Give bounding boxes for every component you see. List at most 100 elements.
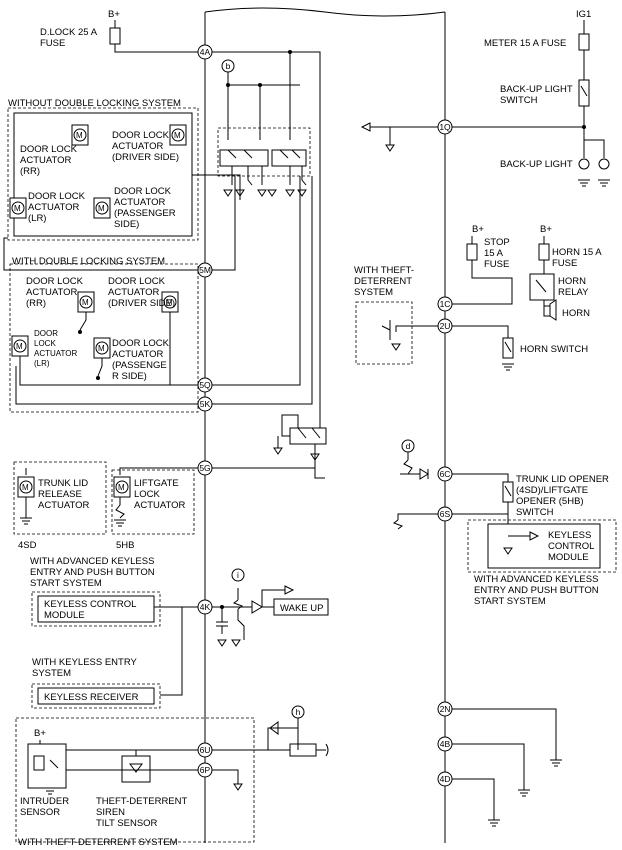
svg-text:SYSTEM: SYSTEM [32,668,71,679]
svg-text:WITH ADVANCED KEYLESS: WITH ADVANCED KEYLESS [30,556,154,567]
svg-text:SWITCH: SWITCH [516,507,554,518]
svg-text:2U: 2U [440,321,451,331]
svg-text:FUSE: FUSE [484,259,509,270]
svg-text:WITH ADVANCED KEYLESS: WITH ADVANCED KEYLESS [474,574,598,585]
svg-text:5Q: 5Q [199,380,211,390]
svg-text:WITH THEFT-DETERRENT SYSTEM: WITH THEFT-DETERRENT SYSTEM [18,837,178,848]
terminal-5m: 5M [197,262,213,278]
svg-text:M: M [166,298,173,307]
fuse-symbol [109,27,121,45]
motor-driver: M [169,124,187,146]
svg-text:KEYLESS CONTROL: KEYLESS CONTROL [44,599,136,610]
svg-text:LIFTGATE: LIFTGATE [134,478,179,489]
motor-liftgate: M [113,476,131,498]
svg-text:6U: 6U [200,745,211,755]
without-title: WITHOUT DOUBLE LOCKING SYSTEM [8,98,181,109]
svg-text:i: i [237,570,239,580]
svg-text:ACTUATOR: ACTUATOR [114,197,166,208]
svg-text:5G: 5G [199,463,210,473]
without-double-locking-group: WITHOUT DOUBLE LOCKING SYSTEM M DOOR LOC… [7,98,199,241]
svg-text:ENTRY AND PUSH BUTTON: ENTRY AND PUSH BUTTON [474,585,599,596]
motor-passenger: M [93,197,111,219]
svg-text:DETERRENT: DETERRENT [354,276,412,287]
svg-text:RELEASE: RELEASE [38,489,82,500]
terminal-5k: 5K [197,396,213,412]
motor-lr: M [9,197,27,219]
svg-text:DOOR LOCK: DOOR LOCK [112,338,170,349]
svg-text:THEFT-DETERRENT: THEFT-DETERRENT [96,796,188,807]
svg-text:ACTUATOR: ACTUATOR [28,202,80,213]
svg-text:M: M [14,204,21,213]
svg-text:5M: 5M [199,265,211,275]
fuse-label-1: D.LOCK 25 A [40,27,98,38]
svg-text:DOOR LOCK: DOOR LOCK [112,130,170,141]
svg-text:CONTROL: CONTROL [548,541,594,552]
svg-text:KEYLESS: KEYLESS [548,530,591,541]
keyless-receiver-box [37,687,155,705]
svg-text:1Q: 1Q [439,122,451,132]
svg-text:ACTUATOR: ACTUATOR [112,141,164,152]
svg-text:WAKE UP: WAKE UP [280,603,323,614]
svg-text:ACTUATOR: ACTUATOR [38,500,90,511]
svg-text:(DRIVER SIDE): (DRIVER SIDE) [112,152,179,163]
with-double-title: WITH DOUBLE LOCKING SYSTEM [12,256,165,267]
svg-text:LOCK: LOCK [134,489,161,500]
svg-text:(LR): (LR) [28,213,46,224]
trunk-relay [212,414,327,479]
svg-text:(PASSENGE: (PASSENGE [112,360,167,371]
svg-text:M: M [98,204,105,213]
svg-text:BACK-UP LIGHT: BACK-UP LIGHT [500,84,573,95]
svg-text:HORN 15 A: HORN 15 A [552,247,602,258]
terminal-5g: 5G [197,460,213,476]
svg-text:h: h [296,707,301,717]
svg-text:(PASSENGER: (PASSENGER [114,208,176,219]
motor-rr-dl: M [77,291,95,313]
horn-group: B+ STOP 15 A FUSE B+ HORN 15 A FUSE HORN… [452,224,602,371]
svg-text:d: d [406,441,411,451]
svg-text:DOOR LOCK: DOOR LOCK [108,276,166,287]
svg-text:TILT SENSOR: TILT SENSOR [96,818,158,829]
svg-text:ENTRY AND PUSH BUTTON: ENTRY AND PUSH BUTTON [30,567,155,578]
svg-text:1C: 1C [440,299,451,309]
theft-deterrent-right-group: WITH THEFT- DETERRENT SYSTEM [354,265,438,365]
svg-text:(DRIVER SIDE): (DRIVER SIDE) [108,298,175,309]
svg-text:4K: 4K [200,602,211,612]
motor-lr-dl: M [11,335,29,357]
motor-rr: M [71,124,89,146]
terminal-2u: 2U [437,318,453,334]
svg-text:b: b [226,61,231,71]
svg-text:M: M [76,131,83,140]
svg-text:WITH KEYLESS ENTRY: WITH KEYLESS ENTRY [32,657,138,668]
svg-text:6P: 6P [200,765,211,775]
svg-text:DOOR LOCK: DOOR LOCK [26,276,84,287]
svg-text:(RR): (RR) [20,166,40,177]
ref-b: b [221,59,235,73]
svg-text:(RR): (RR) [26,298,46,309]
terminal-6u: 6U [197,742,213,758]
svg-text:B+: B+ [34,728,46,739]
fuse-label-2: FUSE [40,38,65,49]
svg-text:DOOR LOCK: DOOR LOCK [114,186,172,197]
label-4sd: 4SD [18,540,37,551]
svg-text:R SIDE): R SIDE) [112,371,147,382]
ref-d: d [401,439,415,453]
svg-text:5K: 5K [200,399,211,409]
svg-text:4A: 4A [200,47,211,57]
motor-trunk: M [17,476,35,498]
svg-text:TRUNK LID: TRUNK LID [38,478,88,489]
terminal-6p: 6P [197,762,213,778]
keyless-control-module-box [37,595,155,623]
svg-text:SIDE): SIDE) [114,219,139,230]
svg-text:DOOR LOCK: DOOR LOCK [28,191,86,202]
svg-text:ACTUATOR: ACTUATOR [26,287,78,298]
terminal-4a: 4A [197,44,213,60]
svg-text:SWITCH: SWITCH [500,95,538,106]
svg-text:M: M [22,483,29,492]
svg-text:B+: B+ [540,224,552,235]
svg-text:MODULE: MODULE [44,610,85,621]
keyless-right-group: KEYLESS CONTROL MODULE WITH ADVANCED KEY… [467,519,617,607]
svg-text:RELAY: RELAY [558,287,589,298]
svg-text:LOCK: LOCK [34,339,56,348]
svg-text:6C: 6C [440,469,451,479]
